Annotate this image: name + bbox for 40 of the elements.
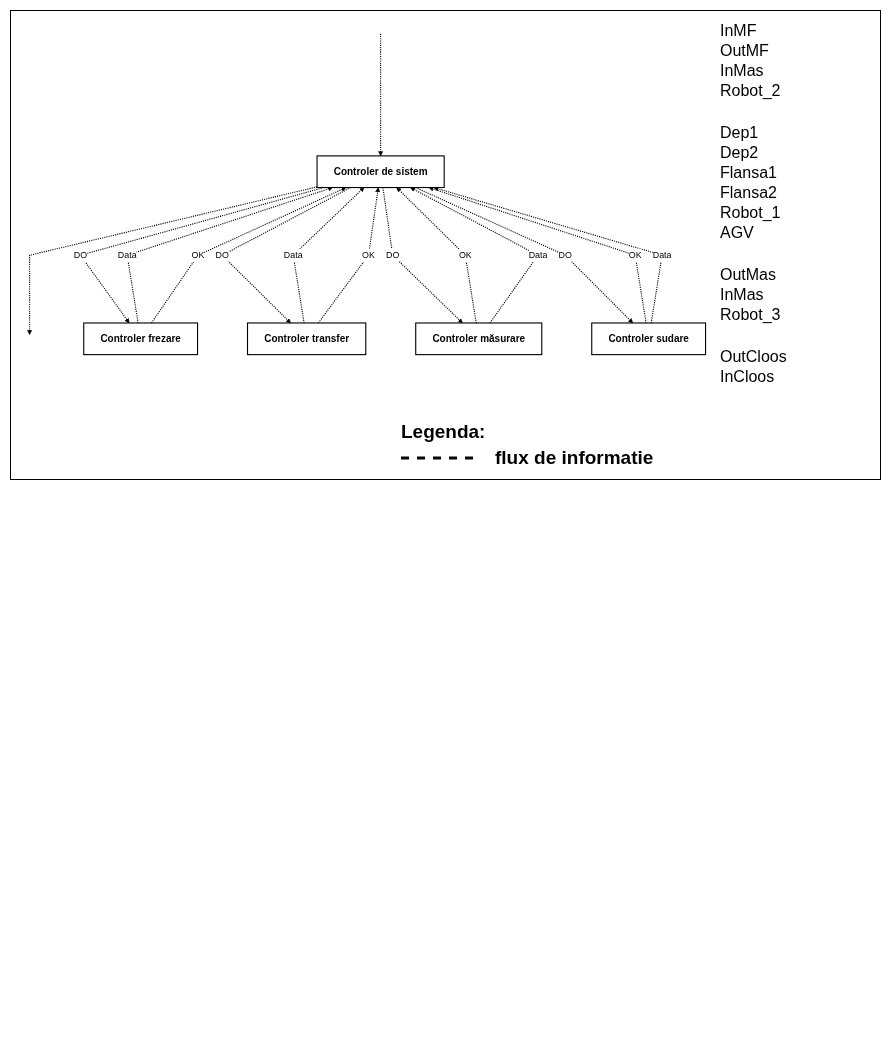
arrow bbox=[292, 187, 365, 324]
signal-name: InMas bbox=[720, 61, 765, 81]
signal-name: Flansa2 bbox=[720, 183, 778, 203]
signal-name: Dep1 bbox=[720, 123, 760, 143]
edge-label: OK bbox=[458, 248, 472, 262]
signal-name: Robot_3 bbox=[720, 305, 782, 325]
controller-box: Controler măsurare bbox=[415, 322, 543, 356]
arrow bbox=[150, 187, 347, 324]
arrow bbox=[378, 33, 384, 157]
arrow bbox=[396, 187, 477, 324]
signal-name: Robot_1 bbox=[720, 203, 782, 223]
controller-box: Controler sudare bbox=[591, 322, 707, 356]
signal-name: InCloos bbox=[720, 367, 776, 387]
edge-label: Data bbox=[283, 248, 303, 262]
legend-title: Legenda: bbox=[401, 421, 486, 442]
edge-label: Data bbox=[528, 248, 548, 262]
edge-label: DO bbox=[386, 248, 400, 262]
edge-label: OK bbox=[191, 248, 205, 262]
signal-name: InMF bbox=[720, 21, 758, 41]
signal-name: Robot_2 bbox=[720, 81, 782, 101]
arrow bbox=[317, 187, 381, 324]
arrow bbox=[382, 186, 463, 324]
signal-name: AGV bbox=[720, 223, 755, 243]
signal-name: InMas bbox=[720, 285, 765, 305]
controller-box: Controler frezare bbox=[83, 322, 199, 356]
edge-label: OK bbox=[362, 248, 375, 262]
arrow bbox=[27, 186, 318, 335]
signal-name: OutMF bbox=[720, 41, 770, 61]
signal-name: Dep2 bbox=[720, 143, 760, 163]
signal-name: OutCloos bbox=[720, 347, 788, 367]
edge-label: DO bbox=[215, 248, 229, 262]
signal-name: Flansa1 bbox=[720, 163, 778, 183]
controller-box: Controler de sistem bbox=[316, 155, 445, 189]
legend-text: flux de informatie bbox=[495, 447, 654, 469]
edge-label: Data bbox=[117, 248, 137, 262]
signal-name: OutMas bbox=[720, 265, 777, 285]
edge-label: OK bbox=[628, 248, 642, 262]
arrow bbox=[126, 186, 333, 324]
controller-box: Controler transfer bbox=[246, 322, 367, 356]
edge-label: DO bbox=[558, 248, 572, 262]
